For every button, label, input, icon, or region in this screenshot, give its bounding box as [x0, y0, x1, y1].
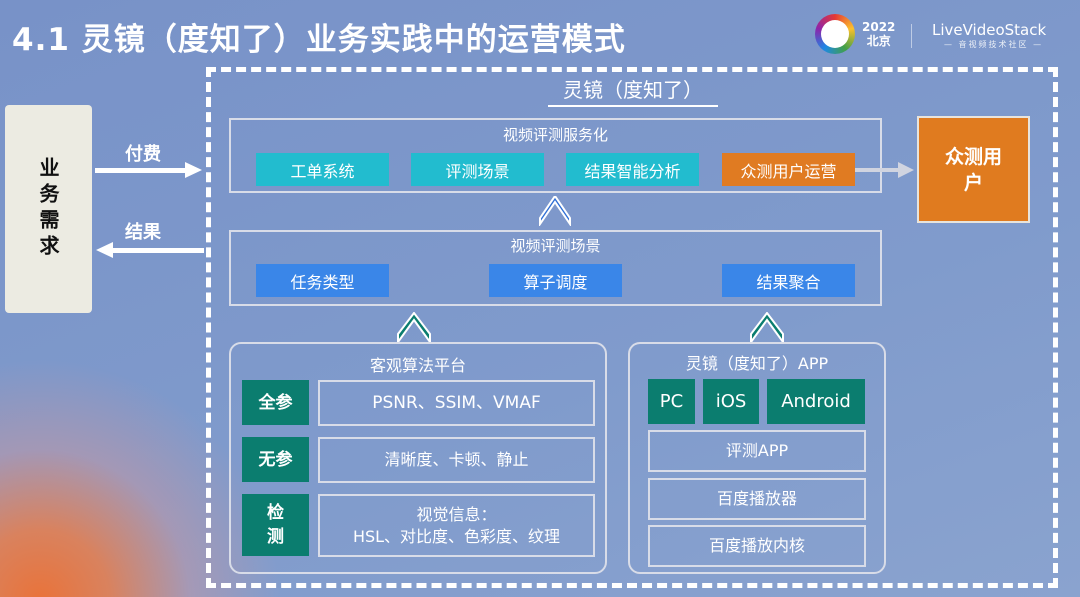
platform-pc: PC [648, 379, 695, 424]
pay-arrowhead-icon [185, 162, 202, 178]
pay-label: 付费 [125, 144, 161, 165]
work-order-box: 工单系统 [256, 153, 389, 186]
scene-box: 评测场景 [411, 153, 544, 186]
pay-arrow [95, 168, 187, 173]
result-label: 结果 [125, 222, 161, 243]
crowd-arrowhead-icon [898, 162, 914, 178]
platform-ios: iOS [703, 379, 759, 424]
result-arrowhead-icon [96, 242, 113, 258]
brand-name: LiveVideoStack [932, 21, 1047, 39]
eval-app-layer: 评测APP [648, 430, 866, 472]
chevron-up-icon [750, 312, 784, 344]
detection-tag: 检测 [242, 494, 309, 556]
logo-divider [911, 24, 912, 48]
full-ref-tag: 全参 [242, 380, 309, 425]
detection-metrics: 视觉信息：HSL、对比度、色彩度、纹理 [318, 494, 595, 557]
detection-line1: 视觉信息： [416, 504, 497, 524]
app-title: 灵镜（度知了）APP [685, 354, 829, 373]
full-ref-metrics: PSNR、SSIM、VMAF [318, 380, 595, 426]
chevron-up-icon [539, 196, 571, 226]
scheduler-box: 算子调度 [489, 264, 622, 297]
slide-title: 4.1 灵镜（度知了）业务实践中的运营模式 [12, 22, 626, 58]
player-kernel-layer: 百度播放内核 [648, 525, 866, 567]
scene-title: 视频评测场景 [510, 237, 601, 255]
result-arrow [112, 248, 204, 253]
analysis-box: 结果智能分析 [566, 153, 699, 186]
brand-subtitle: — 音视频技术社区 — [944, 40, 1044, 49]
logo-city: 北京 [866, 34, 891, 48]
app-panel: 灵镜（度知了）APP PC iOS Android 评测APP 百度播放器 百度… [628, 342, 886, 574]
service-title: 视频评测服务化 [502, 126, 608, 144]
chevron-up-icon [397, 312, 431, 344]
platform-header: 灵镜（度知了） [548, 74, 718, 107]
service-layer: 视频评测服务化 工单系统 评测场景 结果智能分析 众测用户运营 [229, 118, 882, 193]
algo-title: 客观算法平台 [369, 356, 466, 375]
crowd-users-box: 众测用户 [917, 116, 1030, 223]
business-need-box: 业务需求 [5, 105, 92, 313]
platform-boundary [206, 67, 1058, 588]
aggregate-box: 结果聚合 [722, 264, 855, 297]
scene-layer: 视频评测场景 任务类型 算子调度 结果聚合 [229, 230, 882, 306]
crowd-ops-box: 众测用户运营 [722, 153, 855, 186]
no-ref-metrics: 清晰度、卡顿、静止 [318, 437, 595, 483]
player-layer: 百度播放器 [648, 478, 866, 520]
platform-android: Android [767, 379, 865, 424]
algorithm-platform-panel: 客观算法平台 全参 PSNR、SSIM、VMAF 无参 清晰度、卡顿、静止 检测… [229, 342, 607, 574]
detection-line2: HSL、对比度、色彩度、纹理 [352, 526, 561, 546]
conference-logo-icon [815, 14, 855, 54]
task-type-box: 任务类型 [256, 264, 389, 297]
crowd-arrow [855, 168, 900, 172]
logo-year: 2022 [862, 20, 896, 34]
no-ref-tag: 无参 [242, 437, 309, 482]
